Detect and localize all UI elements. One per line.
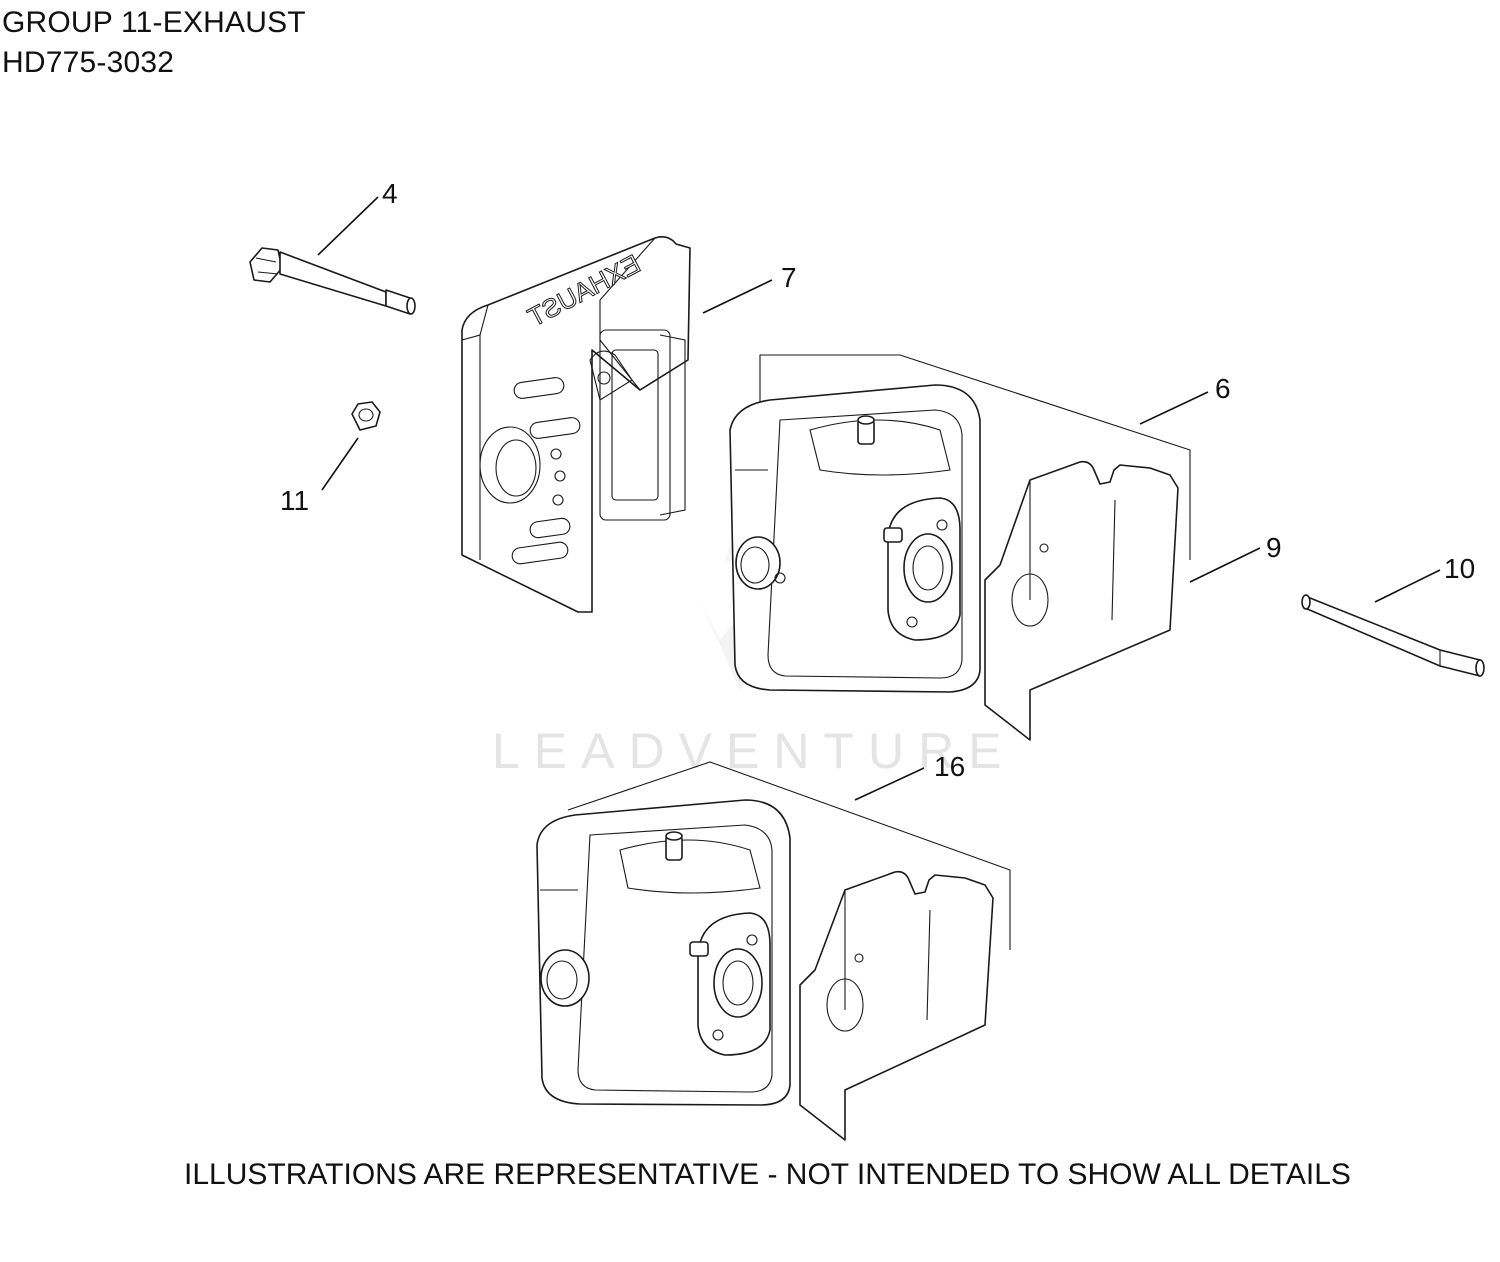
part-9-gasket[interactable] [984, 460, 1179, 741]
part-10-stud[interactable] [1301, 594, 1485, 677]
part-6-muffler[interactable] [729, 354, 1191, 693]
leader-line-10 [1374, 569, 1441, 603]
leader-line-6 [1139, 391, 1209, 425]
leader-line-4 [317, 196, 379, 256]
callout-9[interactable]: 9 [1266, 532, 1282, 563]
leader-line-16 [854, 767, 925, 801]
leader-line-7 [702, 279, 773, 314]
callout-6[interactable]: 6 [1215, 373, 1231, 404]
callout-4[interactable]: 4 [382, 178, 398, 209]
part-4-bolt[interactable] [249, 247, 416, 315]
part-11-nut[interactable] [351, 401, 381, 431]
leader-line-11 [321, 437, 359, 491]
callout-7[interactable]: 7 [781, 262, 797, 293]
diagram-title: GROUP 11-EXHAUST [2, 6, 306, 39]
callout-10[interactable]: 10 [1444, 553, 1475, 584]
disclaimer-footer: ILLUSTRATIONS ARE REPRESENTATIVE - NOT I… [184, 1158, 1351, 1191]
part-7-heat-guard[interactable]: EXHAUST [461, 236, 691, 613]
model-number: HD775-3032 [2, 46, 175, 79]
leader-line-9 [1189, 547, 1261, 583]
callout-11[interactable]: 11 [280, 485, 309, 516]
callout-16[interactable]: 16 [934, 751, 965, 782]
watermark-text: LEADVENTURE [492, 723, 1016, 779]
part-16-muffler-assembly[interactable] [536, 761, 1011, 1141]
